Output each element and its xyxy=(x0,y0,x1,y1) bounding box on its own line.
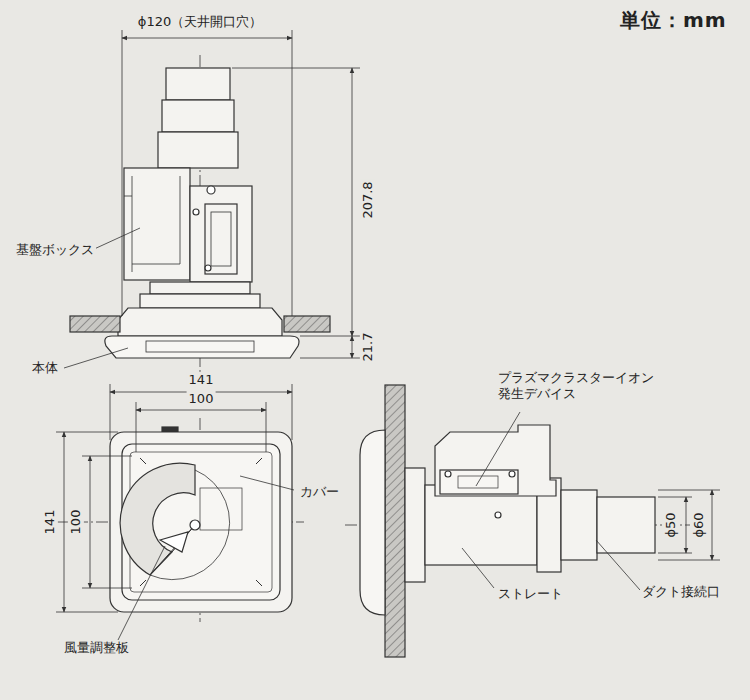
plan-dimensions-part xyxy=(90,456,91,588)
plan-view-part xyxy=(150,525,195,575)
side-leaders-part xyxy=(476,412,520,486)
side-view-part xyxy=(425,485,537,565)
elevation-view-part xyxy=(190,186,252,282)
unit-note: 単位：mm xyxy=(618,8,729,33)
side-view-part xyxy=(445,471,451,477)
part-name: ダクト接続口 xyxy=(640,584,722,600)
elevation-view-part xyxy=(284,316,330,332)
elevation-view-part xyxy=(205,265,211,271)
elevation-dimensions xyxy=(122,30,360,358)
plan-dimensions-part xyxy=(136,402,137,452)
side-view-part xyxy=(360,430,385,615)
dimension-label: 100 xyxy=(187,391,216,407)
side-view-part xyxy=(561,490,597,560)
dimension-label: 21.7 xyxy=(360,331,376,364)
side-leaders-part xyxy=(462,548,494,588)
side-dimensions-part xyxy=(658,490,720,491)
plan-dimensions-part xyxy=(136,410,266,411)
side-view-part xyxy=(405,468,425,582)
side-dimensions-part xyxy=(658,553,692,554)
elevation-view-part xyxy=(150,282,250,294)
elevation-view-part xyxy=(70,316,120,332)
elevation-view-part xyxy=(166,68,230,100)
elevation-dimensions-part xyxy=(352,68,353,336)
dimension-label: ϕ120（天井開口穴） xyxy=(136,14,264,30)
plan-view-part xyxy=(160,532,188,552)
elevation-view-part xyxy=(146,341,254,352)
plan-dimensions-part xyxy=(56,612,118,613)
dimension-label: ϕ60 xyxy=(691,510,707,539)
elevation-dimensions-part xyxy=(232,68,360,69)
dimension-label: 141 xyxy=(42,508,58,537)
elevation-dimensions-part xyxy=(352,336,353,358)
elevation-dimensions-part xyxy=(300,336,360,337)
side-dimensions-part xyxy=(712,490,713,560)
plan-dimensions-part xyxy=(56,432,118,433)
side-view-part xyxy=(495,512,501,518)
part-name: 風量調整板 xyxy=(62,640,131,656)
plan-view-part xyxy=(150,470,230,580)
elevation-view-part xyxy=(118,308,282,336)
plan-leaders-part xyxy=(118,546,165,640)
plan-view xyxy=(56,418,304,622)
elevation-view-part xyxy=(140,294,260,308)
side-view-part xyxy=(385,385,405,657)
plan-view-part xyxy=(200,488,242,530)
plan-leaders-part xyxy=(240,476,294,490)
part-name: 基盤ボックス xyxy=(14,242,96,258)
part-name: プラズマクラスターイオン 発生デバイス xyxy=(496,370,669,403)
side-dimensions-part xyxy=(686,497,687,553)
part-name: カバー xyxy=(298,484,341,500)
elevation-view-part xyxy=(162,100,234,132)
elevation-view-part xyxy=(205,204,237,274)
side-dimensions-part xyxy=(658,497,692,498)
plan-view-part xyxy=(110,432,292,612)
elevation-dimensions-part xyxy=(300,358,360,359)
plan-view-part xyxy=(190,520,200,530)
elevation-view-part xyxy=(105,336,299,358)
elevation-view-part xyxy=(193,209,199,215)
elevation-view xyxy=(70,55,330,372)
part-name: ストレート xyxy=(496,586,565,602)
elevation-view-part xyxy=(211,212,231,266)
elevation-view-part xyxy=(124,168,190,280)
dimension-label: 141 xyxy=(187,372,216,388)
side-dimensions xyxy=(658,490,720,560)
side-view xyxy=(345,385,690,657)
plan-dimensions-part xyxy=(266,402,267,452)
elevation-view-part xyxy=(158,132,238,168)
elevation-view-part xyxy=(207,186,215,194)
dimension-label: ϕ50 xyxy=(663,510,679,539)
side-dimensions-part xyxy=(658,560,720,561)
part-name: 本体 xyxy=(30,360,60,376)
elevation-dimensions-part xyxy=(122,38,292,39)
side-leaders-part xyxy=(596,540,640,590)
plan-dimensions-part xyxy=(64,432,65,612)
elevation-leaders-part xyxy=(64,348,128,368)
plan-dimensions-part xyxy=(82,456,132,457)
plan-view-part xyxy=(120,463,195,575)
side-leaders xyxy=(462,412,640,590)
side-view-part xyxy=(597,497,655,553)
plan-dimensions-part xyxy=(82,588,132,589)
elevation-dimensions-part xyxy=(122,30,123,316)
elevation-leaders-part xyxy=(92,228,140,250)
plan-dimensions xyxy=(56,384,292,612)
dimension-label: 100 xyxy=(68,508,84,537)
side-view-part xyxy=(509,471,515,477)
elevation-view-part xyxy=(124,176,180,272)
plan-leaders xyxy=(118,476,294,640)
elevation-dimensions-part xyxy=(292,30,293,316)
side-view-part xyxy=(440,470,518,494)
side-view-part xyxy=(435,425,556,496)
dimension-label: 207.8 xyxy=(360,179,376,220)
